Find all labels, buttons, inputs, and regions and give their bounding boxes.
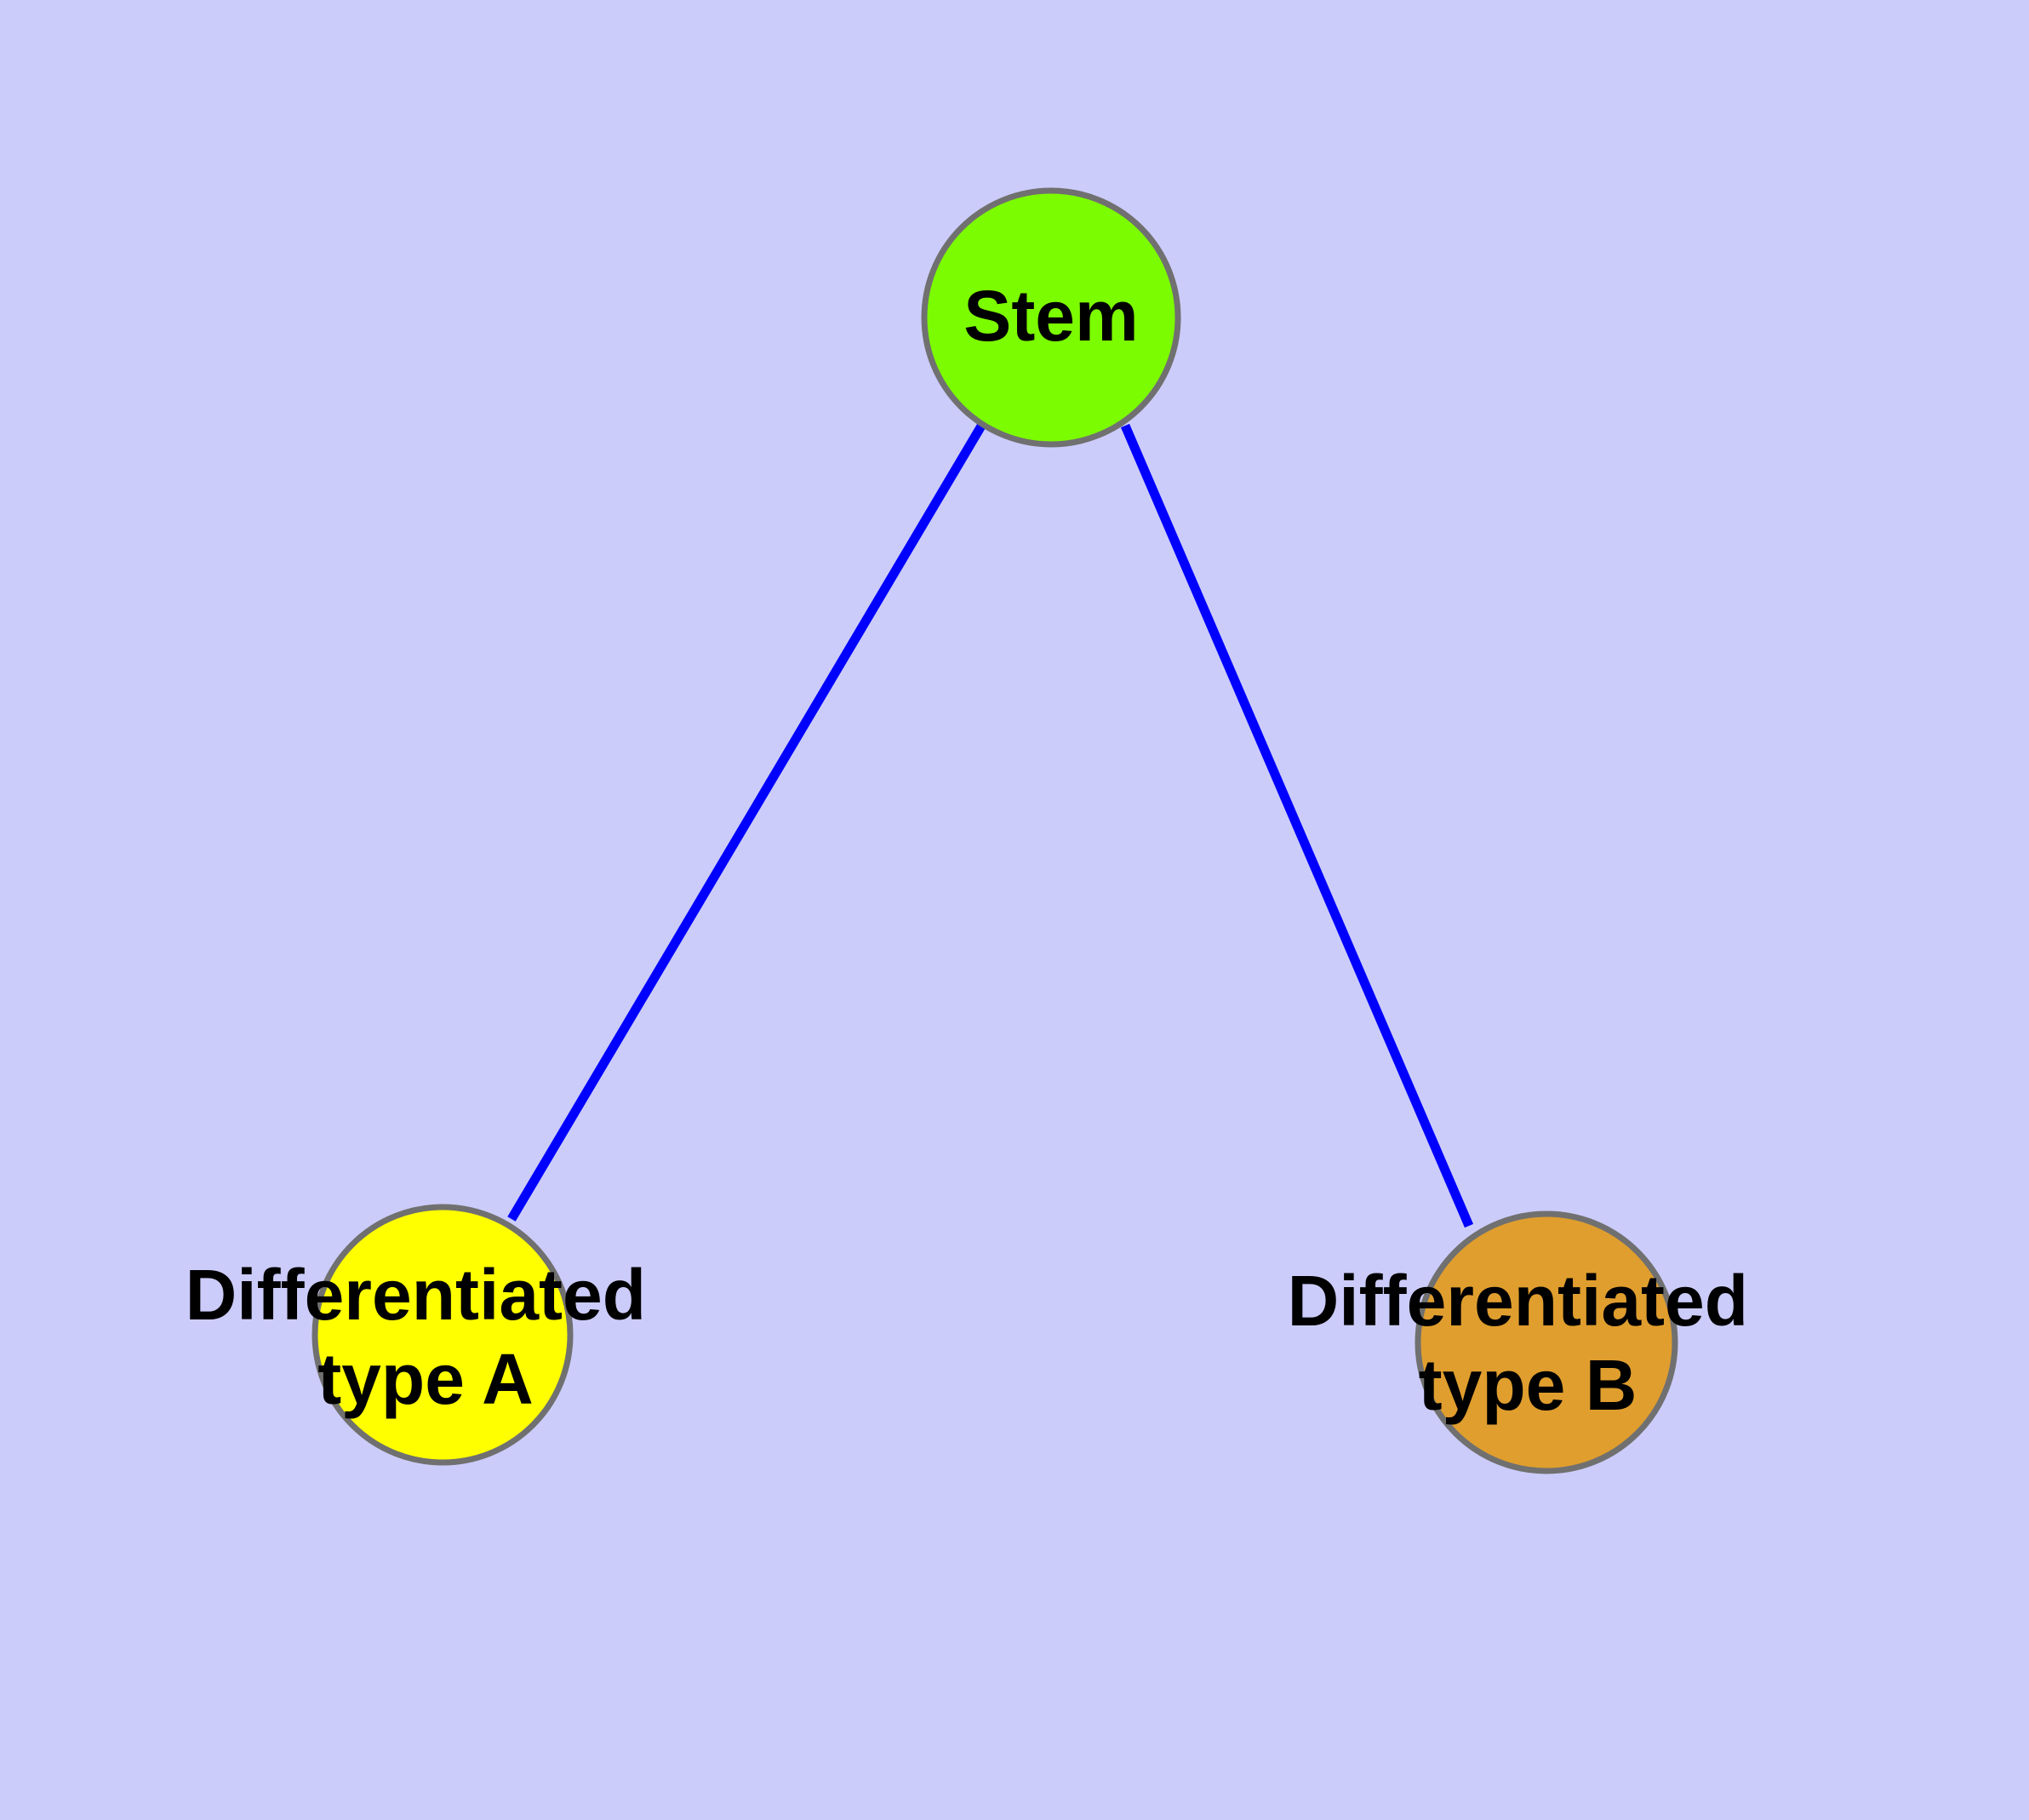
- node-stem[interactable]: [921, 187, 1181, 448]
- edge-layer: [507, 421, 1474, 1228]
- node-circle-differentiated-type-a[interactable]: [311, 1204, 574, 1466]
- node-label-stem: Stem: [963, 276, 1138, 356]
- node-circle-differentiated-type-b[interactable]: [1415, 1210, 1678, 1474]
- node-label-differentiated-type-a: Differentiated type A: [186, 1255, 666, 1419]
- node-differentiated-type-b[interactable]: [1415, 1210, 1678, 1474]
- node-circle-stem[interactable]: [921, 187, 1181, 448]
- node-label-differentiated-type-b: Differentiated type B: [1288, 1261, 1769, 1425]
- node-label-differentiated-type-b-line2: type B: [1419, 1345, 1637, 1425]
- node-label-differentiated-type-a-line2: type A: [317, 1339, 534, 1419]
- edge-stem-to-differentiated-type-b: [1120, 423, 1474, 1228]
- node-layer: [311, 187, 1678, 1474]
- node-label-differentiated-type-a-line1: Differentiated: [186, 1255, 646, 1335]
- node-label-stem-line1: Stem: [963, 276, 1138, 356]
- edge-stem-to-differentiated-type-a: [507, 421, 987, 1222]
- node-label-differentiated-type-b-line1: Differentiated: [1288, 1261, 1748, 1341]
- label-layer: Stem Differentiated type A Differentiate…: [186, 276, 1769, 1425]
- node-differentiated-type-a[interactable]: [311, 1204, 574, 1466]
